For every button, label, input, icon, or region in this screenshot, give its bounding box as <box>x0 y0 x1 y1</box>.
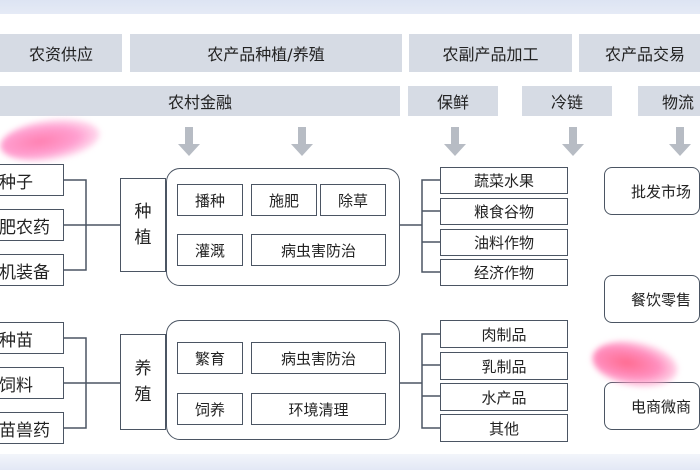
channel-ecommerce: 电商微商 <box>604 382 700 430</box>
task-feeding: 饲养 <box>177 393 243 425</box>
input-machinery: 机装备 <box>0 254 64 286</box>
subheader-cold-chain: 冷链 <box>522 86 612 116</box>
channel-wholesale-market: 批发市场 <box>604 167 700 215</box>
header-supply: 农资供应 <box>0 34 122 72</box>
product-vegetables-fruits: 蔬菜水果 <box>440 167 568 194</box>
task-weeding: 除草 <box>320 184 386 216</box>
task-environment-cleaning: 环境清理 <box>251 393 386 425</box>
task-fertilizing: 施肥 <box>251 184 317 216</box>
product-grains: 粮食谷物 <box>440 198 568 225</box>
product-oil-crops: 油料作物 <box>440 229 568 256</box>
task-irrigation: 灌溉 <box>177 234 243 266</box>
product-dairy: 乳制品 <box>440 352 568 380</box>
product-other: 其他 <box>440 414 568 442</box>
subheader-finance: 农村金融 <box>0 86 400 116</box>
input-fertilizer: 肥农药 <box>0 209 64 241</box>
header-trade: 农产品交易 <box>579 34 700 72</box>
product-aquatic: 水产品 <box>440 383 568 411</box>
label-planting-char: 种 <box>134 202 152 222</box>
input-seedling: 种苗 <box>0 322 64 354</box>
label-breeding-char: 养 <box>134 359 152 379</box>
task-pest-control: 病虫害防治 <box>251 234 386 266</box>
label-breeding-char: 殖 <box>134 385 152 405</box>
label-breeding: 养 殖 <box>120 334 166 430</box>
product-meat: 肉制品 <box>440 320 568 348</box>
product-cash-crops: 经济作物 <box>440 259 568 286</box>
channel-catering-retail: 餐饮零售 <box>604 275 700 323</box>
subheader-logistics: 物流 <box>638 86 700 116</box>
label-planting: 种 植 <box>120 178 166 272</box>
subheader-fresh: 保鲜 <box>408 86 498 116</box>
header-planting: 农产品种植/养殖 <box>130 34 402 72</box>
task-breeding: 繁育 <box>177 342 243 374</box>
input-seed: 种子 <box>0 164 64 196</box>
label-planting-char: 植 <box>134 228 152 248</box>
task-sowing: 播种 <box>177 184 243 216</box>
header-processing: 农副产品加工 <box>409 34 572 72</box>
input-feed: 饲料 <box>0 367 64 399</box>
task-disease-control: 病虫害防治 <box>251 342 386 374</box>
input-vet-medicine: 苗兽药 <box>0 412 64 444</box>
